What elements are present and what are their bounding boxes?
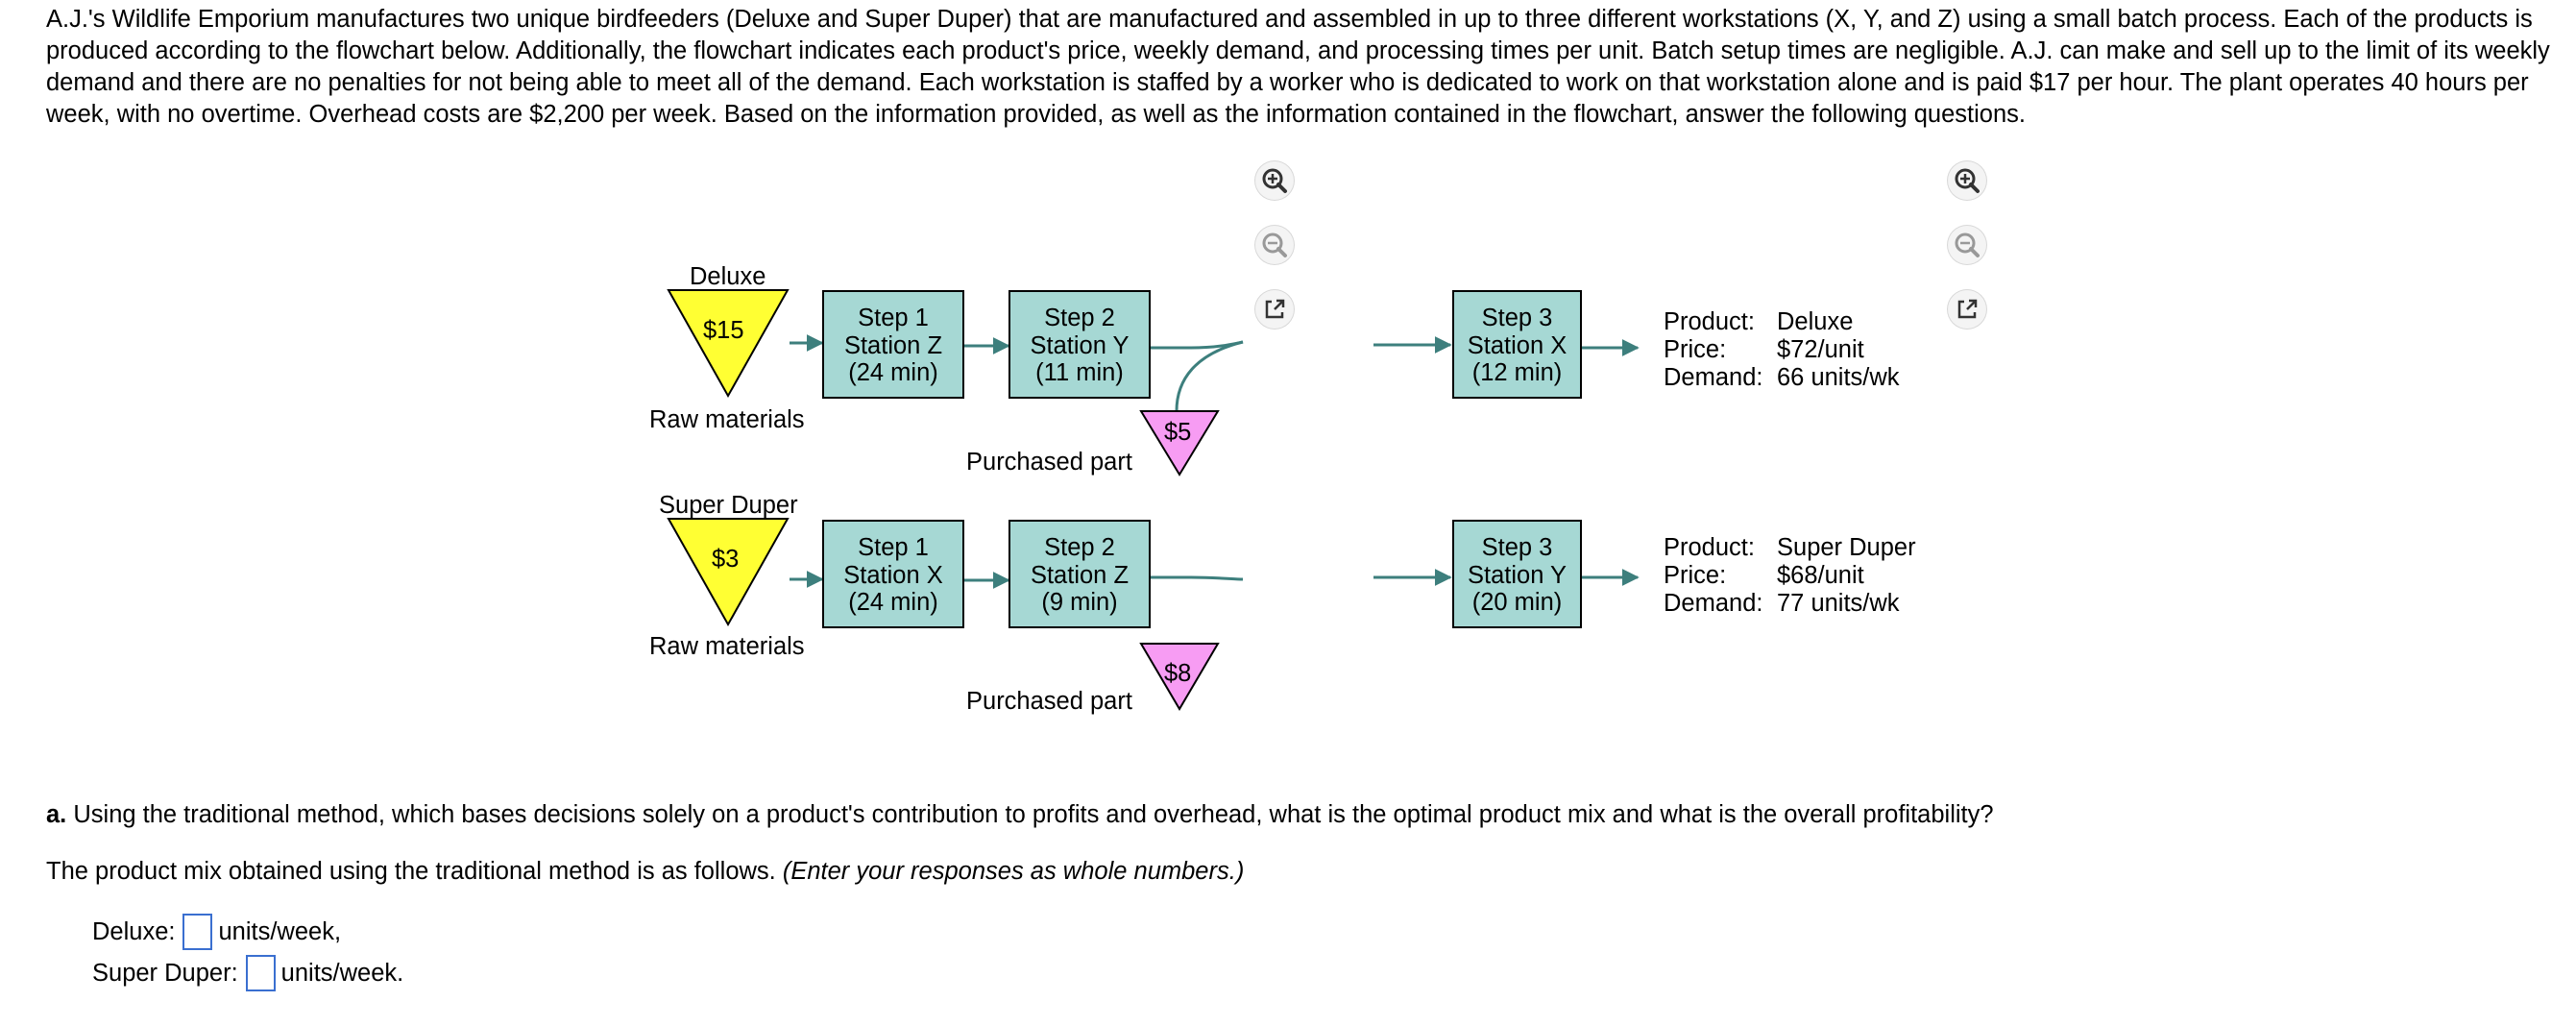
superduper-price-value: $68/unit xyxy=(1777,562,1864,589)
deluxe-purchased-connector xyxy=(1175,340,1244,412)
open-in-new-window-icon xyxy=(1957,299,1978,319)
superduper-step3-box: Step 3 Station Y (20 min) xyxy=(1452,520,1582,628)
superduper-raw-cost: $3 xyxy=(712,546,740,573)
zoom-out-icon xyxy=(1262,232,1287,257)
question-a: a. Using the traditional method, which b… xyxy=(46,799,1994,831)
deluxe-step1-title: Step 1 xyxy=(858,305,929,331)
question-a-text: Using the traditional method, which base… xyxy=(66,801,1994,828)
deluxe-product-value: Deluxe xyxy=(1777,308,1854,335)
superduper-step3-station: Station Y xyxy=(1467,561,1567,589)
superduper-raw-material-triangle xyxy=(667,518,790,627)
deluxe-product-name: Deluxe xyxy=(690,263,766,290)
zoom-in-icon xyxy=(1955,168,1980,193)
deluxe-step3-time: (12 min) xyxy=(1471,359,1563,386)
superduper-raw-materials-label: Raw materials xyxy=(649,633,805,660)
superduper-product-info: Product: Super Duper Price: $68/unit Deman… xyxy=(1664,534,1916,618)
superduper-product-name: Super Duper xyxy=(659,492,798,519)
deluxe-answer-unit: units/week, xyxy=(218,917,342,945)
superduper-purchased-part-label: Purchased part xyxy=(966,688,1132,715)
deluxe-demand-key: Demand: xyxy=(1664,364,1763,391)
superduper-step1-time: (24 min) xyxy=(848,589,938,616)
deluxe-step3-box: Step 3 Station X (12 min) xyxy=(1452,290,1582,399)
zoom-out-button-right[interactable] xyxy=(1948,226,1986,264)
deluxe-price-value: $72/unit xyxy=(1777,336,1864,363)
superduper-step2-station: Station Z xyxy=(1030,561,1130,589)
deluxe-step3-station: Station X xyxy=(1467,331,1567,359)
deluxe-purchased-cost: $5 xyxy=(1164,419,1192,446)
deluxe-purchased-part-triangle xyxy=(1139,410,1220,476)
superduper-demand-value: 77 units/wk xyxy=(1777,590,1900,617)
superduper-step2-time: (9 min) xyxy=(1041,589,1118,616)
deluxe-price-key: Price: xyxy=(1664,336,1727,363)
deluxe-step3-title: Step 3 xyxy=(1481,305,1553,331)
deluxe-step1-box: Step 1 Station Z (24 min) xyxy=(822,290,964,399)
deluxe-purchased-part-label: Purchased part xyxy=(966,449,1132,476)
zoom-out-button-left[interactable] xyxy=(1255,226,1294,264)
zoom-in-button-right[interactable] xyxy=(1948,161,1986,200)
superduper-answer-row: Super Duper: units/week. xyxy=(92,955,403,991)
deluxe-product-key: Product: xyxy=(1664,308,1755,335)
superduper-step1-station: Station X xyxy=(843,561,943,589)
superduper-merge-line xyxy=(1151,575,1244,581)
deluxe-step1-station: Station Z xyxy=(843,331,943,359)
superduper-step1-title: Step 1 xyxy=(858,534,929,561)
deluxe-product-info: Product: Deluxe Price: $72/unit Demand: 66 … xyxy=(1664,308,1900,392)
superduper-step3-time: (20 min) xyxy=(1471,589,1563,616)
deluxe-step2-box: Step 2 Station Y (11 min) xyxy=(1009,290,1151,399)
deluxe-answer-row: Deluxe: units/week, xyxy=(92,914,341,950)
deluxe-raw-materials-label: Raw materials xyxy=(649,406,805,433)
superduper-step2-box: Step 2 Station Z (9 min) xyxy=(1009,520,1151,628)
zoom-in-button-left[interactable] xyxy=(1255,161,1294,200)
deluxe-step2-station: Station Y xyxy=(1030,331,1130,359)
instruction-italic: (Enter your responses as whole numbers.) xyxy=(782,858,1245,885)
deluxe-step2-title: Step 2 xyxy=(1044,305,1115,331)
superduper-purchased-cost: $8 xyxy=(1164,660,1192,687)
open-in-new-window-button-left[interactable] xyxy=(1255,290,1294,329)
superduper-product-value: Super Duper xyxy=(1777,534,1916,561)
deluxe-answer-label: Deluxe: xyxy=(92,917,176,945)
superduper-step1-box: Step 1 Station X (24 min) xyxy=(822,520,964,628)
superduper-purchased-part-triangle xyxy=(1139,643,1220,711)
flowchart-shapes xyxy=(667,289,1640,711)
deluxe-raw-cost: $15 xyxy=(703,317,744,344)
instruction-text: The product mix obtained using the tradi… xyxy=(46,856,1244,888)
zoom-in-icon xyxy=(1262,168,1287,193)
open-in-new-window-button-right[interactable] xyxy=(1948,290,1986,329)
open-in-new-window-icon xyxy=(1265,299,1285,319)
instruction-main: The product mix obtained using the tradi… xyxy=(46,858,783,885)
deluxe-step2-time: (11 min) xyxy=(1035,359,1124,386)
superduper-demand-key: Demand: xyxy=(1664,590,1763,617)
flowchart: Deluxe $15 Raw materials Step 1 Station … xyxy=(649,263,1916,715)
problem-intro: A.J.'s Wildlife Emporium manufactures tw… xyxy=(46,6,2550,128)
superduper-step2-title: Step 2 xyxy=(1044,534,1115,561)
superduper-product-key: Product: xyxy=(1664,534,1755,561)
superduper-answer-label: Super Duper: xyxy=(92,959,238,987)
deluxe-step1-time: (24 min) xyxy=(848,359,938,386)
question-a-letter: a. xyxy=(46,801,67,828)
superduper-answer-unit: units/week. xyxy=(280,959,404,987)
superduper-answer-input[interactable] xyxy=(245,955,276,991)
deluxe-demand-value: 66 units/wk xyxy=(1777,364,1900,391)
deluxe-raw-material-triangle xyxy=(667,289,790,399)
superduper-step3-title: Step 3 xyxy=(1481,534,1553,561)
deluxe-answer-input[interactable] xyxy=(182,914,213,950)
superduper-price-key: Price: xyxy=(1664,562,1727,589)
zoom-out-icon xyxy=(1955,232,1980,257)
